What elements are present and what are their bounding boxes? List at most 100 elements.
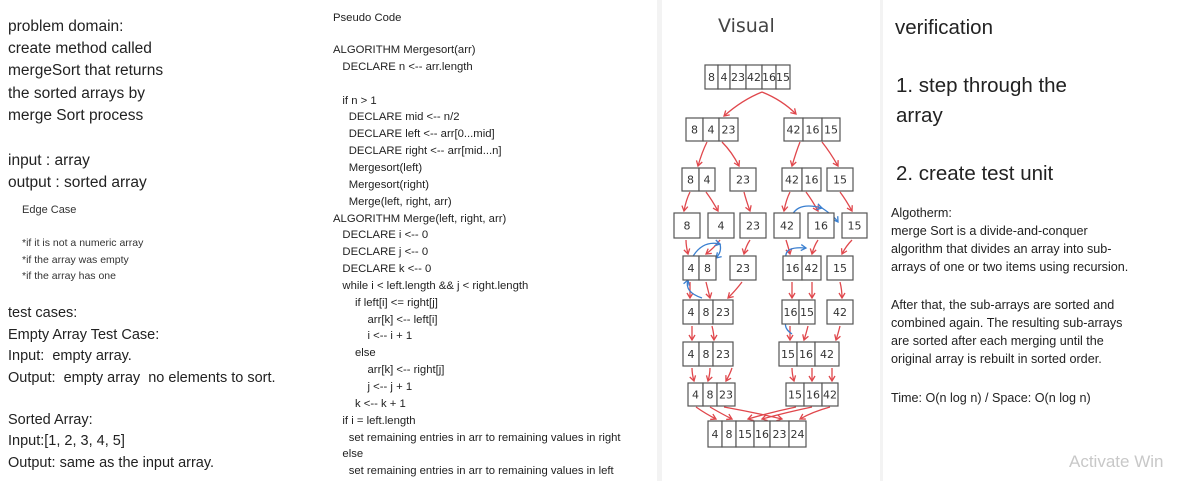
arrow-head [741, 248, 749, 256]
split-merge-arrow [761, 406, 813, 420]
array-cell [788, 420, 807, 448]
array-cell-value: 15 [776, 71, 790, 84]
test-cases-title: test cases: [8, 305, 78, 321]
array-cell-value: 23 [773, 428, 787, 441]
arrow-head [828, 375, 836, 383]
array-cell [712, 299, 734, 325]
array-cell [798, 299, 816, 325]
arrow-head [798, 413, 806, 420]
array-cell-value: 15 [824, 124, 838, 137]
pseudo-code-line: DECLARE left <-- arr[0...mid] [333, 128, 495, 141]
output-line: output : sorted array [8, 174, 147, 191]
pseudo-code-line: ALGORITHM Merge(left, right, arr) [333, 212, 507, 225]
array-cell [673, 212, 701, 239]
array-cell-value: 24 [791, 428, 805, 441]
pseudo-code-line: ALGORITHM Mergesort(arr) [333, 44, 476, 56]
arrow-head [808, 375, 816, 383]
pseudo-code-title: Pseudo Code [333, 12, 402, 24]
pseudo-code-panel: Pseudo Code ALGORITHM Mergesort(arr) DEC… [322, 0, 657, 481]
array-cell [801, 167, 822, 192]
array-cell [739, 212, 767, 239]
arrow-head [802, 334, 809, 342]
array-cell-value: 42 [820, 348, 834, 361]
array-cell-value: 16 [755, 428, 769, 441]
split-merge-arrow [783, 191, 791, 212]
problem-panel: problem domain: create method called mer… [0, 0, 322, 481]
array-cell-value: 16 [762, 71, 776, 84]
arrow-head [695, 160, 703, 168]
array-cell [826, 299, 854, 325]
array-cell-value: 15 [833, 262, 847, 275]
array-cell [821, 382, 839, 407]
pseudo-code-line: else [333, 448, 364, 461]
split-merge-arrow [725, 367, 733, 382]
array-cell-value: 8 [684, 220, 691, 233]
array-cell-value: 16 [786, 262, 800, 275]
array-cell-value: 15 [781, 348, 795, 361]
arrow-head [681, 205, 689, 213]
arrow-head [746, 414, 754, 422]
pseudo-code-line: arr[k] <-- right[j] [333, 364, 445, 377]
array-cell-value: 15 [800, 306, 814, 319]
verification-step: 2. create test unit [896, 162, 1054, 185]
split-merge-arrow [839, 191, 853, 212]
array-cell-value: 8 [703, 306, 710, 319]
split-merge-arrow [727, 281, 743, 299]
pseudo-code-line: DECLARE n <-- arr.length [333, 60, 473, 73]
pseudo-code-line: k <-- k + 1 [333, 397, 406, 410]
array-cell-value: 23 [731, 71, 745, 84]
arrow-head [726, 413, 734, 421]
array-cell-value: 16 [805, 174, 819, 187]
arrow-head [789, 375, 797, 383]
array-cell [826, 255, 854, 281]
pseudo-code-line: if left[i] <= right[j] [333, 296, 438, 309]
arrow-head [710, 413, 718, 421]
array-cell [707, 212, 735, 239]
split-merge-arrow [841, 239, 853, 255]
split-merge-arrow [697, 141, 708, 167]
arrow-head [710, 334, 718, 342]
swap-arrow [691, 242, 721, 259]
pseudo-code-line: Mergesort(left) [333, 161, 423, 174]
notes-line: are sorted after each merging until the [891, 334, 1104, 348]
array-cell-value: 23 [716, 306, 730, 319]
array-cell [841, 212, 868, 239]
verification-title: verification [895, 16, 993, 39]
pseudo-code-line: arr[k] <-- left[i] [333, 313, 438, 326]
edge-case-title: Edge Case [22, 204, 77, 216]
arrow-head [846, 205, 853, 213]
arrow-head [840, 248, 848, 256]
arrow-head [808, 292, 816, 300]
arrow-head [789, 160, 797, 168]
pseudo-code-line: DECLARE k <-- 0 [333, 263, 432, 276]
split-merge-arrow [761, 91, 797, 115]
notes-line: After that, the sub-arrays are sorted an… [891, 298, 1115, 312]
array-cell [716, 382, 736, 407]
array-cell [773, 212, 801, 239]
array-cell-value: 16 [799, 348, 813, 361]
notes-line: algorithm that divides an array into sub… [891, 242, 1112, 256]
pseudo-code-line: DECLARE i <-- 0 [333, 229, 429, 242]
problem-line: the sorted arrays by [8, 85, 145, 102]
pseudo-code-line: set remaining entries in arr to remainin… [333, 465, 614, 478]
array-cell-value: 42 [780, 220, 794, 233]
array-cell-value: 4 [688, 262, 695, 275]
arrow-head [786, 334, 794, 342]
arrow-head [800, 244, 808, 252]
array-cell [801, 255, 822, 281]
array-cell-value: 23 [719, 389, 733, 402]
array-cell [826, 167, 854, 192]
array-cell-value: 42 [747, 71, 761, 84]
array-cell-value: 16 [806, 389, 820, 402]
array-cell-value: 8 [703, 348, 710, 361]
array-cell-value: 4 [712, 428, 719, 441]
array-cell-value: 4 [708, 124, 715, 137]
array-cell [775, 64, 791, 90]
pseudo-code-line: Mergesort(right) [333, 178, 430, 191]
sorted-test-input: Input:[1, 2, 3, 4, 5] [8, 433, 125, 449]
array-cell-value: 42 [823, 389, 837, 402]
verification-panel: verification 1. step through the array 2… [883, 0, 1179, 481]
swap-arrow [686, 279, 703, 299]
problem-line: merge Sort process [8, 107, 144, 124]
